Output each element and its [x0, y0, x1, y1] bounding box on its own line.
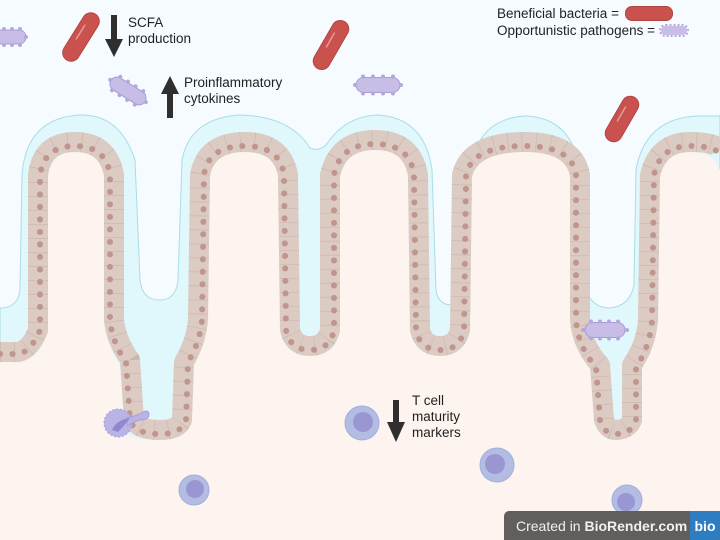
beneficial-bacterium [312, 19, 350, 71]
nuclei [0, 140, 720, 438]
legend-beneficial: Beneficial bacteria = [497, 6, 673, 21]
arrow-down-icon [105, 15, 123, 57]
dendritic-cell [103, 408, 150, 438]
opportunistic-pathogen [0, 27, 28, 47]
legend-beneficial-label: Beneficial bacteria = [497, 6, 619, 21]
beneficial-bacterium [62, 12, 100, 62]
lamina-propria [0, 150, 720, 540]
t-cell-maturity-label: T cell maturity markers [412, 393, 461, 440]
scfa-production-label: SCFA production [128, 15, 192, 46]
opportunistic-pathogen [108, 74, 148, 107]
opportunistic-pathogen [581, 319, 629, 341]
watermark-text: Created in BioRender.com [504, 518, 690, 534]
biorender-logo-icon: bio [690, 511, 720, 540]
legend-pathogens: Opportunistic pathogens = [497, 23, 689, 38]
opportunistic-pathogen [353, 74, 403, 96]
arrow-down-icon [387, 400, 405, 442]
legend-pathogens-label: Opportunistic pathogens = [497, 23, 655, 38]
t-cell [344, 405, 380, 441]
arrow-up-icon [161, 76, 179, 118]
biorender-watermark[interactable]: Created in BioRender.com bio [504, 511, 720, 540]
t-cell [479, 447, 515, 483]
watermark-prefix: Created in [516, 517, 585, 534]
t-cell [178, 474, 210, 506]
beneficial-bacterium [604, 95, 640, 143]
watermark-brand: BioRender.com [584, 517, 688, 534]
proinflammatory-cytokines-label: Proinflammatory cytokines [184, 75, 283, 106]
pathogen-swatch [658, 24, 689, 37]
epithelium [0, 130, 720, 440]
beneficial-bacteria-swatch [624, 6, 673, 21]
